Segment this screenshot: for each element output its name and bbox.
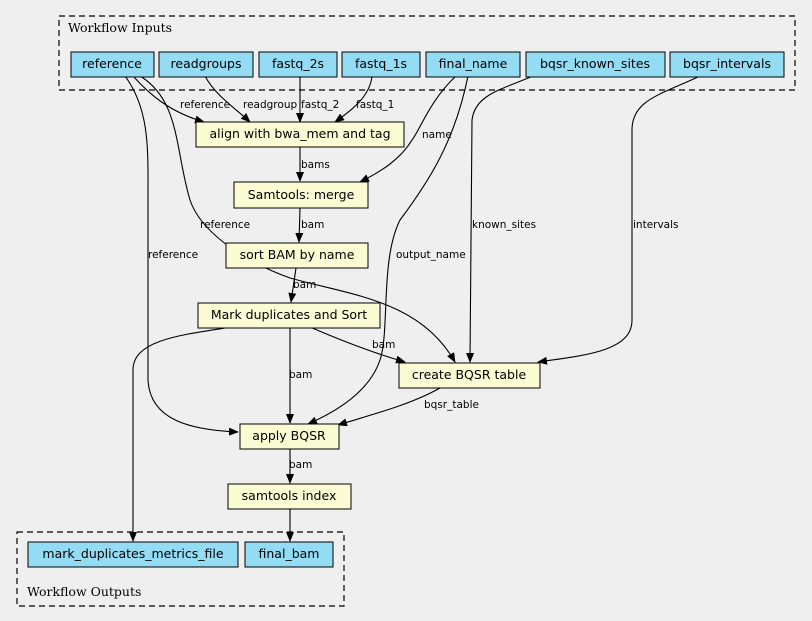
input-nodes: reference readgroups fastq_2s fastq_1s f… — [70, 51, 785, 78]
input-node-final-name[interactable]: final_name — [425, 51, 521, 78]
step-node-align[interactable]: align with bwa_mem and tag — [195, 121, 405, 148]
input-label-readgroups: readgroups — [171, 56, 242, 71]
input-node-fastq-1s[interactable]: fastq_1s — [341, 51, 421, 78]
step-label-index: samtools index — [242, 488, 337, 503]
edge-merge-sort — [295, 207, 304, 243]
edge-label-bam-apply: bam — [289, 369, 312, 381]
edge-knownsites-bqsr — [466, 75, 534, 363]
edge-label-reference-bqsr: reference — [200, 219, 250, 231]
step-label-merge: Samtools: merge — [248, 187, 355, 202]
edge-intervals-bqsr — [537, 75, 701, 365]
edge-label-readgroup-align: readgroup — [243, 99, 297, 111]
edge-label-reference-align: reference — [180, 99, 230, 111]
input-node-reference[interactable]: reference — [70, 51, 155, 78]
step-node-apply-bqsr[interactable]: apply BQSR — [239, 423, 340, 450]
edge-label-fastq2-align: fastq_2 — [301, 99, 339, 111]
input-label-bqsr-intervals: bqsr_intervals — [683, 56, 771, 71]
workflow-outputs-title: Workflow Outputs — [27, 584, 141, 599]
step-nodes: align with bwa_mem and tag Samtools: mer… — [195, 121, 541, 510]
input-node-readgroups[interactable]: readgroups — [158, 51, 254, 78]
input-label-bqsr-known-sites: bqsr_known_sites — [540, 56, 650, 71]
step-node-bqsr-table[interactable]: create BQSR table — [398, 362, 541, 389]
edge-label-bam-sort: bam — [301, 219, 324, 231]
edge-label-name-merge: name — [422, 129, 452, 141]
input-label-final-name: final_name — [439, 56, 508, 71]
workflow-inputs-cluster: Workflow Inputs — [58, 15, 796, 91]
workflow-outputs-cluster: Workflow Outputs — [16, 531, 345, 607]
edge-sort-markdup — [288, 267, 297, 303]
input-label-reference: reference — [82, 56, 142, 71]
input-node-bqsr-intervals[interactable]: bqsr_intervals — [669, 51, 785, 78]
step-label-align: align with bwa_mem and tag — [210, 126, 391, 141]
step-label-apply-bqsr: apply BQSR — [252, 428, 326, 443]
edge-labels: reference readgroup fastq_2 fastq_1 name… — [148, 99, 679, 471]
output-label-final-bam: final_bam — [259, 546, 320, 561]
edge-label-output-name: output_name — [396, 249, 466, 261]
step-label-bqsr-table: create BQSR table — [412, 367, 527, 382]
input-node-fastq-2s[interactable]: fastq_2s — [258, 51, 338, 78]
edge-finalname-apply — [307, 75, 469, 425]
edge-label-reference-apply: reference — [148, 249, 198, 261]
edge-label-known-sites: known_sites — [472, 219, 536, 231]
step-label-sort: sort BAM by name — [240, 247, 355, 262]
edge-reference-align — [132, 75, 205, 124]
step-node-markdup[interactable]: Mark duplicates and Sort — [197, 302, 381, 329]
input-label-fastq-1s: fastq_1s — [355, 56, 407, 71]
edge-markdup-metrics — [129, 326, 233, 542]
output-nodes: mark_duplicates_metrics_file final_bam — [27, 541, 334, 568]
edge-label-bam-bqsr: bam — [372, 339, 395, 351]
edge-label-bqsr-table: bqsr_table — [424, 399, 479, 411]
edge-label-bams: bams — [301, 159, 330, 171]
output-node-metrics[interactable]: mark_duplicates_metrics_file — [27, 541, 239, 568]
input-label-fastq-2s: fastq_2s — [272, 56, 324, 71]
step-node-merge[interactable]: Samtools: merge — [233, 181, 369, 209]
step-node-index[interactable]: samtools index — [227, 483, 352, 510]
edge-label-intervals: intervals — [633, 219, 679, 231]
edge-markdup-bqsr — [309, 326, 406, 364]
workflow-inputs-title: Workflow Inputs — [68, 20, 172, 35]
step-node-sort[interactable]: sort BAM by name — [225, 242, 369, 269]
step-label-markdup: Mark duplicates and Sort — [211, 307, 367, 322]
input-node-bqsr-known-sites[interactable]: bqsr_known_sites — [525, 51, 666, 78]
edge-label-fastq1-align: fastq_1 — [356, 99, 394, 111]
edge-reference-apply — [124, 75, 239, 436]
edge-bqsrtable-apply — [337, 387, 441, 427]
edge-fastq1-align — [334, 75, 373, 123]
edge-label-bam-markdup: bam — [293, 279, 316, 291]
edge-finalname-merge — [359, 75, 457, 183]
edge-readgroups-align — [204, 75, 251, 123]
output-label-metrics: mark_duplicates_metrics_file — [42, 546, 223, 561]
edge-label-bam-index: bam — [289, 459, 312, 471]
output-node-final-bam[interactable]: final_bam — [244, 541, 334, 568]
